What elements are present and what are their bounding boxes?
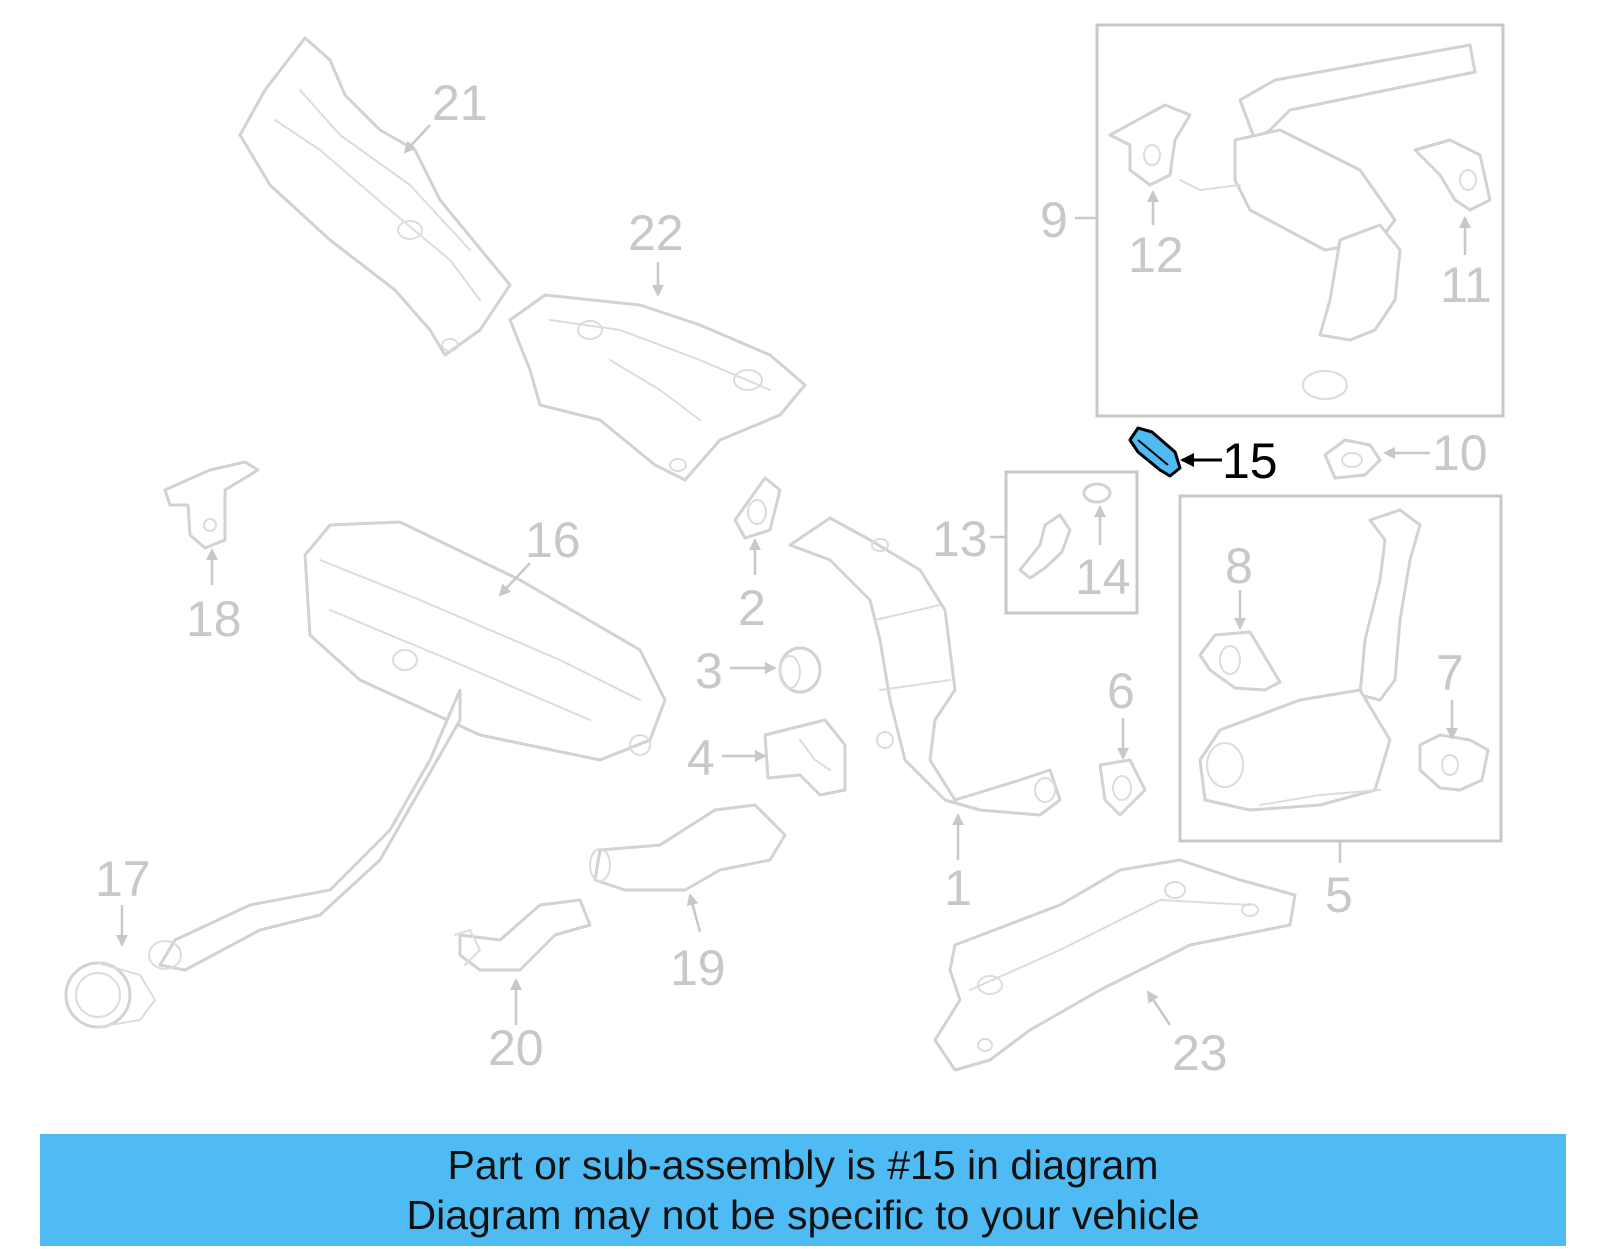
callout-14: 14 (1075, 549, 1131, 605)
callout-22: 22 (628, 205, 684, 261)
part-9-rear-muffler[interactable] (1179, 43, 1477, 400)
part-20-hose[interactable] (454, 898, 592, 972)
leader-lines (116, 124, 1471, 1026)
part-18-bracket[interactable] (163, 460, 260, 550)
part-14-o-ring[interactable] (1082, 482, 1112, 504)
parts-diagram: 21 22 18 16 17 2 3 4 1 6 19 20 23 9 12 1… (64, 23, 1505, 1081)
part-13-sensor[interactable] (1018, 513, 1072, 580)
callout-4: 4 (687, 730, 715, 786)
banner-line-1: Part or sub-assembly is #15 in diagram (447, 1142, 1159, 1188)
part-21-heat-shield[interactable] (238, 36, 512, 357)
callout-19: 19 (670, 940, 726, 996)
part-4-bracket[interactable] (763, 718, 847, 797)
part-7-hanger[interactable] (1418, 733, 1490, 792)
part-23-heat-shield[interactable] (933, 858, 1297, 1072)
part-22-heat-shield[interactable] (508, 293, 807, 482)
banner-line-2: Diagram may not be specific to your vehi… (406, 1192, 1200, 1238)
callout-3: 3 (695, 643, 723, 699)
part-12-hanger[interactable] (1108, 103, 1192, 187)
callout-labels: 21 22 18 16 17 2 3 4 1 6 19 20 23 9 12 1… (95, 75, 1492, 1081)
callout-1: 1 (944, 860, 972, 916)
callout-12: 12 (1128, 227, 1184, 283)
part-11-hanger[interactable] (1413, 138, 1492, 212)
callout-5: 5 (1325, 867, 1353, 923)
part-16-muffler[interactable] (303, 520, 667, 762)
part-3-mount[interactable] (778, 646, 822, 694)
part-17-clamp[interactable] (64, 961, 156, 1029)
callout-7: 7 (1436, 645, 1464, 701)
callout-11: 11 (1440, 257, 1492, 313)
callout-18: 18 (186, 591, 242, 647)
info-banner: Part or sub-assembly is #15 in diagram D… (40, 1134, 1566, 1246)
callout-13: 13 (932, 511, 988, 567)
part-1-front-pipe[interactable] (788, 516, 1062, 817)
callout-20: 20 (488, 1020, 544, 1076)
part-8-hanger[interactable] (1198, 630, 1282, 692)
callout-6: 6 (1107, 663, 1135, 719)
part-6-gasket[interactable] (1098, 758, 1147, 817)
part-15-clamp-highlighted[interactable] (1128, 426, 1182, 478)
callout-2: 2 (738, 580, 766, 636)
callout-9: 9 (1040, 192, 1068, 248)
assembly-13-frame (1004, 470, 1139, 615)
callout-8: 8 (1225, 538, 1253, 594)
assembly-9-frame (1095, 23, 1505, 418)
callout-23: 23 (1172, 1025, 1228, 1081)
callout-10: 10 (1432, 425, 1488, 481)
part-5-catalytic-converter[interactable] (1198, 508, 1422, 812)
part-19-hose[interactable] (589, 803, 787, 892)
callout-16: 16 (525, 512, 581, 568)
callout-17: 17 (95, 851, 151, 907)
callout-15: 15 (1222, 433, 1278, 489)
part-2-gasket[interactable] (733, 476, 782, 540)
part-10-gasket[interactable] (1323, 438, 1382, 480)
callout-21: 21 (432, 75, 488, 131)
tail-pipe[interactable] (148, 688, 462, 972)
